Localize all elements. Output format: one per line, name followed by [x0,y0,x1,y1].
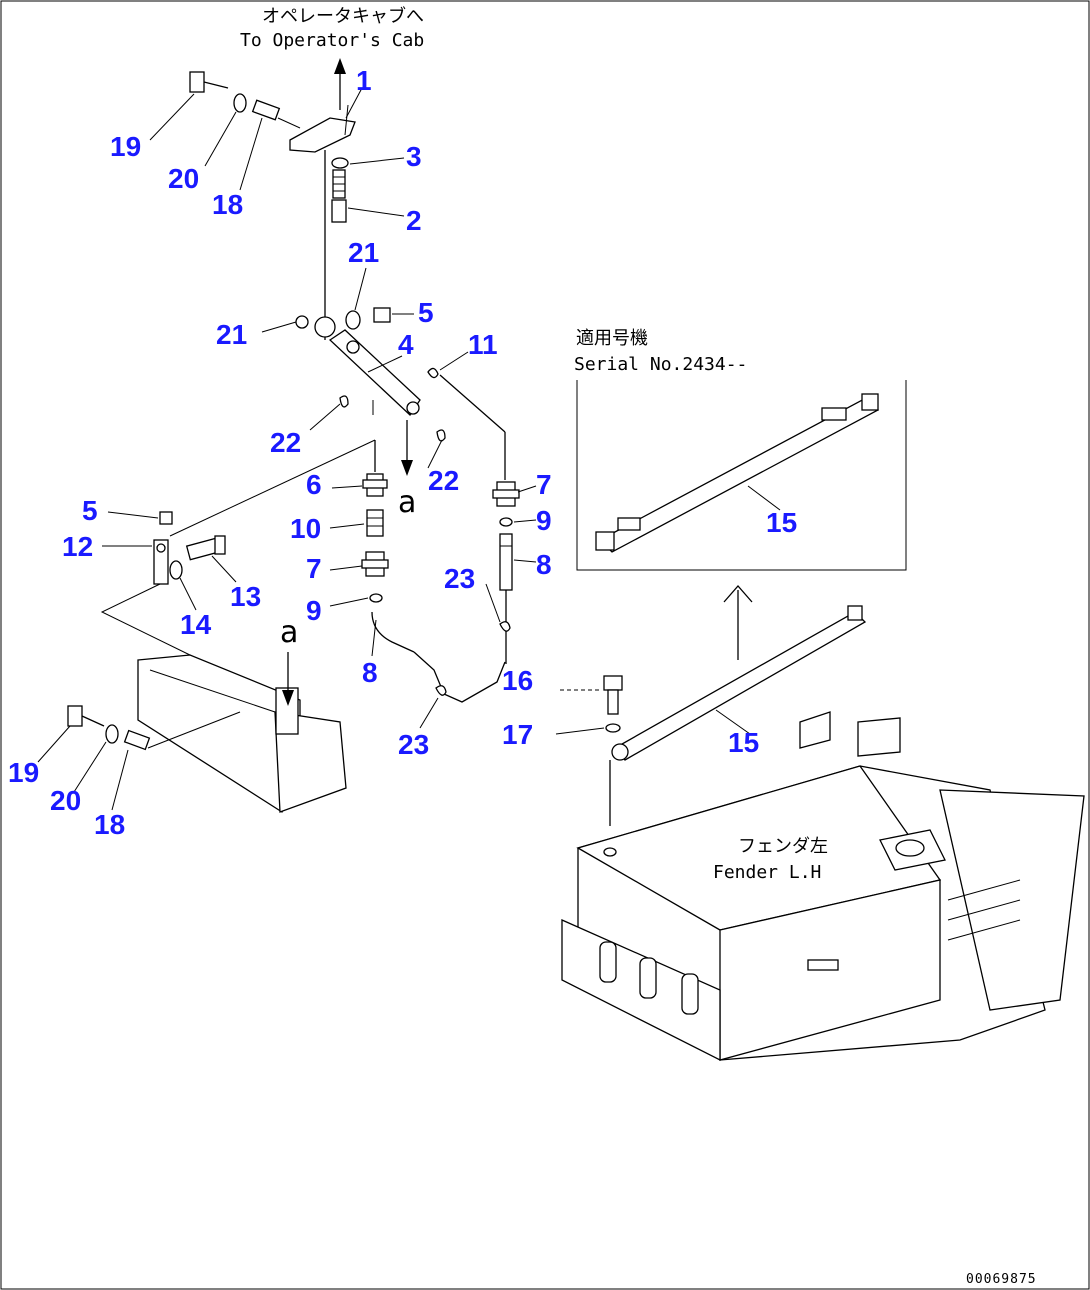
part-washer-20-top [233,93,247,113]
part-fitting-7-right [492,481,520,507]
part-fender-lh [561,711,1085,1062]
part-washer-3 [331,157,349,169]
serial-jp: 適用号機 [576,328,648,349]
part-bracket-top [289,104,356,340]
callout-21-top: 21 [348,237,379,268]
part-washer-21b [345,310,361,330]
callout-20-lower: 20 [50,785,81,816]
part-clip-23-right [499,621,511,632]
part-rod-15-lower [609,605,867,826]
part-pin-18-top [251,99,301,129]
callout-23-left: 23 [398,729,429,760]
cable-upper-right [439,374,506,433]
callout-16: 16 [502,665,533,696]
callout-19-lower: 19 [8,757,39,788]
callout-14: 14 [180,609,212,640]
part-clip-23-left [435,685,447,696]
callout-5-left: 5 [82,495,98,526]
part-washer-20-lower [105,724,119,744]
part-oring-9-left [369,593,383,603]
part-washer-21a [295,315,309,329]
callout-18-top: 18 [212,189,243,220]
callout-8-left: 8 [362,657,378,688]
leader-lines [37,87,781,811]
part-fitting-10 [366,509,384,537]
callout-18-lower: 18 [94,809,125,840]
callout-19-top: 19 [110,131,141,162]
view-arrow-a-top [401,420,413,476]
callout-12: 12 [62,531,93,562]
drawing-code: 00069875 [966,1272,1037,1287]
serial-arrow [723,585,753,660]
part-clip-22b [436,429,446,442]
header-jp: オペレータキャブへ [262,5,424,27]
part-link-12 [153,539,169,585]
callout-7-right: 7 [536,469,552,500]
part-clip-11 [427,367,439,379]
fender-en: Fender L.H [713,862,821,883]
part-bushing [314,316,336,338]
view-letter-lower: a [280,615,298,650]
view-arrow-a-lower [282,652,294,706]
part-bolt-19-top [189,71,229,93]
callout-numbers: 1 3 2 19 20 18 21 21 5 4 11 22 22 6 10 7… [8,65,797,840]
callout-5-top: 5 [418,297,434,328]
callout-10: 10 [290,513,321,544]
callout-13: 13 [230,581,261,612]
part-fitting-6 [362,473,388,497]
callout-11: 11 [468,329,498,360]
callout-20-top: 20 [168,163,199,194]
header-en: To Operator's Cab [240,30,424,51]
part-nut-5-top [373,307,391,323]
cab-arrow [334,58,346,110]
part-hose-8-left [371,611,506,703]
callout-9-left: 9 [306,595,322,626]
view-letter-top: a [398,485,416,520]
callout-6: 6 [306,469,322,500]
callout-21-left: 21 [216,319,247,350]
callout-22-right: 22 [428,465,459,496]
serial-en: Serial No.2434-- [574,354,747,375]
serial-box-frame [576,380,907,571]
part-washer-17 [605,723,621,733]
part-washer-14 [169,560,183,580]
callout-15-boxed: 15 [766,507,797,538]
callout-15-lower: 15 [728,727,759,758]
part-lower-bracket [137,654,347,813]
part-clip-22a [339,395,349,408]
callout-3: 3 [406,141,422,172]
part-pin-18-lower [123,711,241,751]
callout-9-right: 9 [536,505,552,536]
callout-2: 2 [406,205,422,236]
part-nut-5-left [159,511,173,525]
callout-7-left: 7 [306,553,322,584]
part-hose-8-right [499,533,513,591]
part-spring-2 [331,169,347,223]
part-bolt-19-lower [67,705,105,727]
part-bolt-16 [560,675,623,715]
part-oring-9-right [499,517,513,527]
callout-1: 1 [356,65,372,96]
callout-8-right: 8 [536,549,552,580]
callout-4: 4 [398,329,414,360]
fender-jp: フェンダ左 [738,836,828,857]
callout-17: 17 [502,719,533,750]
callout-23-right: 23 [444,563,475,594]
part-rod-15-boxed [595,393,880,553]
part-bolt-13 [185,535,226,561]
part-fitting-7-left [361,551,389,577]
callout-22-left: 22 [270,427,301,458]
part-lever-4 [328,329,421,416]
